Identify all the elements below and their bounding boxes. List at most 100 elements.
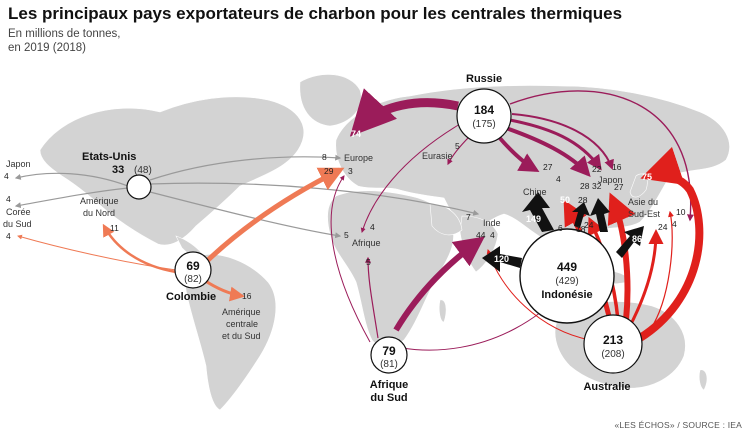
south-africa-to-inde-flow [393,236,485,332]
dest-am-nord-line2: du Nord [83,208,115,218]
flow-usa-coree: 4 [6,194,11,204]
indonesia-name: Indonésie [541,289,592,301]
africa-shape [327,190,454,348]
south-africa-hub-circle [370,336,408,374]
dest-eurasie: Eurasie [422,151,453,161]
north-america-shape [39,96,305,246]
flow-au-asie: 75 [642,172,652,182]
south-africa-name2: du Sud [370,392,407,404]
flow-ru-europe3: 3 [348,166,353,176]
usa-hub-circle [126,174,152,200]
flow-au-24a: 24 [584,220,594,230]
indonesia-to-86-arrow [616,226,644,258]
usa-to-afrique-flow [149,191,342,239]
flow-sa-4: 4 [490,230,495,240]
dest-japon-east: Japon [598,175,623,185]
flow-au-4: 4 [672,219,677,229]
flow-ru-japon16: 16 [612,162,622,172]
australia-to-asie-flow [637,146,704,342]
flow-sa-inde: 44 [476,230,486,240]
colombia-to-amnord-flow [102,223,177,274]
russia-to-eurasie-flow [447,135,471,166]
dest-chine: Chine [523,187,547,197]
indonesia-hub-circle [519,228,615,324]
usa-name: Etats-Unis [82,151,136,163]
russia-to-chine-flow [496,134,540,172]
dest-am-centrale-line3: et du Sud [222,331,261,341]
page-title: Les principaux pays exportateurs de char… [8,4,623,23]
colombia-to-europe-flow [204,167,345,264]
flow-usa-amnord: 4 [6,231,11,241]
dest-japon-west: Japon [6,159,31,169]
dest-am-centrale-line1: Amérique [222,307,261,317]
usa-to-coree-flow [14,187,129,209]
russia-prev: (175) [472,119,495,130]
south-africa-prev: (81) [380,359,398,370]
dest-afrique: Afrique [352,238,381,248]
flow-usa-chine: 4 [556,174,561,184]
dest-coree-line1: Corée [6,207,31,217]
flow-au-10: 10 [676,207,686,217]
new-zealand-shape [698,369,708,391]
flow-usa-afrique: 5 [344,230,349,240]
flow-ru-27: 27 [614,182,624,192]
dest-inde: Inde [483,218,501,228]
russia-value: 184 [474,103,494,117]
subtitle-line1: En millions de tonnes, [8,28,121,40]
dest-asie-line2: Sud-Est [628,209,661,219]
flow-col-europe: 29 [324,166,334,176]
colombia-name: Colombie [166,291,216,303]
flow-au-chine: 50 [560,195,570,205]
usa-value: 33 [112,164,124,176]
south-africa-value: 79 [382,344,396,358]
colombia-to-coree-flow [17,234,177,271]
indonesia-value: 449 [557,260,577,274]
subtitle-line2: en 2019 (2018) [8,42,87,54]
south-america-shape [185,254,277,411]
madagascar-shape [438,299,447,323]
australia-to-24b-flow [630,229,664,323]
dest-am-nord-line1: Amérique [80,196,119,206]
flow-usa-inde: 7 [466,212,471,222]
flow-in-japon: 28 [578,195,588,205]
flow-usa-europe: 8 [322,152,327,162]
south-africa-to-europe-flow [330,175,371,343]
flow-in-18: 18 [576,224,586,234]
colombia-hub-circle [174,251,212,289]
australia-prev: (208) [601,349,624,360]
russia-to-afrique-flow [360,123,461,233]
colombia-flows [17,167,345,302]
dest-asie-line1: Asie du [628,197,658,207]
russia-to-korea-flow [509,118,602,171]
flow-in-inde: 120 [494,254,509,264]
flow-ru-afrique: 4 [370,222,375,232]
russia-hub-circle [456,88,512,144]
russia-to-europe-flow [349,88,459,137]
indonesia-prev: (429) [555,276,578,287]
flow-ru-europe: 74 [351,129,361,139]
colombia-prev: (82) [184,274,202,285]
flow-au-6: 6 [558,223,563,233]
flow-ru-korea: 22 [592,164,602,174]
usa-prev: (48) [134,165,152,176]
indonesia-to-inde-arrow [482,246,522,272]
russia-to-japon16-flow [511,113,614,170]
flow-ru-japon: 28 [580,181,590,191]
greenland-shape [299,74,362,127]
usa-to-europe-flow [149,154,342,181]
flow-ru-eurasie: 5 [455,141,460,151]
australia-to-10-flow [649,210,674,331]
indonesia-to-18-arrow [572,202,590,228]
australia-to-japon-flow [607,192,636,321]
russia-flows [349,88,694,233]
usa-to-japon-flow [14,172,129,187]
flow-col-amc: 16 [242,291,252,301]
indonesia-to-chine-arrow [522,192,554,232]
australia-value: 213 [603,333,623,347]
flow-in-chine: 149 [526,214,541,224]
flow-au-japon: 32 [592,181,602,191]
australia-hub-circle [583,314,643,374]
colombia-value: 69 [186,259,200,273]
russia-to-japon-flow [505,126,591,177]
